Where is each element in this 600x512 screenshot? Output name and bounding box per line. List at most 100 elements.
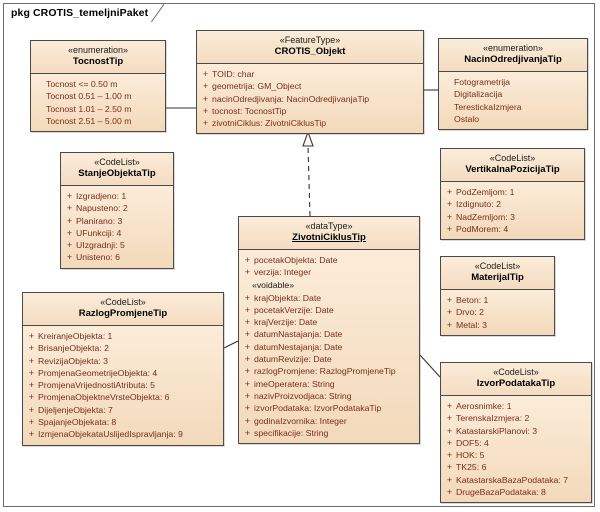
feature-label: IzmjenaObjekataUslijedIspravljanja: 9: [38, 429, 183, 440]
feature-label: Izgradjeno: 1: [76, 191, 127, 201]
class-header: «CodeList» MaterijalTip: [441, 257, 554, 290]
class-feature-row: +Izdignuto: 2: [443, 198, 582, 210]
class-feature-row: +specifikacije: String: [241, 427, 417, 439]
class-feature-list: +pocetakObjekta: Date+verzija: Integer«v…: [239, 250, 419, 444]
class-box-materijal-tip[interactable]: «CodeList» MaterijalTip +Beton: 1+Drvo: …: [440, 256, 555, 336]
feature-visibility-marker: +: [66, 191, 73, 201]
feature-label: pocetakVerzije: Date: [254, 304, 334, 315]
feature-label: BrisanjeObjekta: 2: [38, 343, 109, 354]
class-box-izvor-podataka-tip[interactable]: «CodeList» IzvorPodatakaTip +Aerosnimke:…: [440, 362, 592, 504]
class-box-stanje-objekta-tip[interactable]: «CodeList» StanjeObjektaTip +Izgradjeno:…: [60, 152, 174, 269]
feature-group-label: «voidable»: [252, 279, 295, 290]
feature-label: DOF5: 4: [456, 437, 489, 448]
class-name: NacinOdredjivanjaTip: [464, 54, 562, 65]
class-feature-row: +Unisteno: 6: [63, 251, 171, 263]
feature-visibility-marker: +: [66, 227, 73, 238]
feature-visibility-marker: +: [28, 355, 35, 366]
feature-label: HOK: 5: [456, 450, 485, 461]
feature-visibility-marker: +: [202, 118, 209, 129]
class-name: VertikalnaPozicijaTip: [465, 164, 560, 175]
feature-label: Fotogrametrija: [454, 77, 511, 87]
feature-label: TK25: 6: [456, 462, 487, 473]
class-feature-row: +UFunkciji: 4: [63, 227, 171, 239]
class-feature-row: +UIzgradnji: 5: [63, 239, 171, 251]
class-feature-list: +PodZemljom: 1+Izdignuto: 2+NadZemljom: …: [441, 182, 584, 240]
class-feature-list: +Aerosnimke: 1+TerenskaIzmjera: 2+Katast…: [441, 396, 591, 503]
class-header: «CodeList» VertikalnaPozicijaTip: [441, 149, 584, 182]
class-feature-row: +krajObjekta: Date: [241, 292, 417, 304]
class-feature-row: +geometrija: GM_Object: [199, 80, 421, 92]
feature-visibility-marker: +: [202, 105, 209, 116]
feature-visibility-marker: +: [446, 223, 453, 234]
class-feature-row: +Tocnost 0.51 – 1.00 m: [33, 90, 163, 102]
feature-visibility-marker: +: [244, 403, 251, 414]
feature-visibility-marker: +: [28, 392, 35, 403]
feature-label: izvorPodataka: IzvorPodatakaTip: [254, 403, 382, 414]
feature-visibility-marker: +: [66, 240, 73, 251]
class-feature-list: +Beton: 1+Drvo: 2+Metal: 3: [441, 290, 554, 335]
class-feature-row: +zivotniCiklus: ZivotniCiklusTip: [199, 117, 421, 129]
class-feature-row: +HOK: 5: [443, 449, 589, 461]
feature-visibility-marker: +: [244, 390, 251, 401]
class-box-nacin-odredjivanja-tip[interactable]: «enumeration» NacinOdredjivanjaTip +Foto…: [438, 38, 588, 131]
class-box-zivotni-ciklus-tip[interactable]: «dataType» ZivotniCiklusTip +pocetakObje…: [238, 216, 420, 445]
class-feature-row: +nazivProizvodjaca: String: [241, 390, 417, 402]
feature-label: godinaIzvornika: Integer: [254, 415, 347, 426]
class-box-tocnost-tip[interactable]: «enumeration» TocnostTip +Tocnost <= 0.5…: [30, 40, 166, 133]
feature-label: Tocnost 2.51 – 5.00 m: [46, 115, 132, 126]
class-box-crotis-objekt[interactable]: «FeatureType» CROTIS_Objekt +TOID: char+…: [196, 30, 424, 135]
feature-label: PromjenaObjektneVrsteObjekta: 6: [38, 392, 170, 403]
class-name: IzvorPodatakaTip: [476, 378, 556, 389]
feature-label: Unisteno: 6: [76, 252, 120, 263]
class-feature-row: +izvorPodataka: IzvorPodatakaTip: [241, 402, 417, 414]
feature-visibility-marker: +: [66, 203, 73, 214]
feature-visibility-marker: +: [244, 415, 251, 426]
feature-label: Izdignuto: 2: [456, 199, 501, 210]
feature-visibility-marker: +: [244, 267, 251, 278]
feature-label: KreiranjeObjekta: 1: [38, 331, 113, 341]
class-feature-row: +datumRevizije: Date: [241, 353, 417, 365]
feature-label: pocetakObjekta: Date: [254, 255, 338, 265]
feature-label: UFunkciji: 4: [76, 227, 122, 238]
class-stereotype: «CodeList»: [474, 261, 521, 271]
feature-visibility-marker: +: [28, 380, 35, 391]
feature-label: nacinOdredjivanja: NacinOdredjivanjaTip: [212, 93, 370, 104]
class-feature-row: +Tocnost <= 0.50 m: [33, 78, 163, 90]
feature-label: Beton: 1: [456, 295, 489, 305]
class-feature-row: +DrugeBazaPodataka: 8: [443, 486, 589, 498]
feature-label: Aerosnimke: 1: [456, 401, 512, 411]
class-feature-row: +Napusteno: 2: [63, 202, 171, 214]
class-feature-list: +Fotogrametrija+Digitalizacija+Terestick…: [439, 72, 587, 130]
class-feature-row: +datumNestajanja: Date: [241, 341, 417, 353]
feature-visibility-marker: +: [28, 343, 35, 354]
class-header: «enumeration» NacinOdredjivanjaTip: [439, 39, 587, 72]
class-feature-row: +PromjenaObjektneVrsteObjekta: 6: [25, 391, 221, 403]
class-box-vertikalna-pozicija-tip[interactable]: «CodeList» VertikalnaPozicijaTip + PodZem…: [440, 148, 585, 241]
class-feature-list: +Tocnost <= 0.50 m+Tocnost 0.51 – 1.00 m…: [31, 74, 165, 132]
class-feature-row: +pocetakVerzije: Date: [241, 304, 417, 316]
feature-label: specifikacije: String: [254, 427, 329, 438]
package-header-tab: pkg CROTIS_temeljniPaket: [3, 3, 165, 22]
feature-label: Tocnost <= 0.50 m: [46, 79, 118, 89]
feature-visibility-marker: +: [202, 81, 209, 92]
class-feature-row: +RevizijaObjekta: 3: [25, 355, 221, 367]
class-feature-row: +SpajanjeObjekata: 8: [25, 416, 221, 428]
feature-label: NadZemljom: 3: [456, 211, 515, 222]
feature-label: datumNestajanja: Date: [254, 341, 343, 352]
class-name: StanjeObjektaTip: [78, 168, 156, 179]
feature-label: Ostalo: [454, 113, 480, 124]
class-name: ZivotniCiklusTip: [292, 232, 366, 243]
class-stereotype: «dataType»: [305, 221, 353, 231]
class-feature-row: +DOF5: 4: [443, 437, 589, 449]
class-box-razlog-promjene-tip[interactable]: «CodeList» RazlogPromjeneTip +KreiranjeO…: [22, 292, 224, 446]
feature-label: zivotniCiklus: ZivotniCiklusTip: [212, 118, 327, 129]
feature-label: razlogPromjene: RazlogPromjeneTip: [254, 366, 396, 377]
feature-label: RevizijaObjekta: 3: [38, 355, 109, 366]
feature-visibility-marker: +: [446, 211, 453, 222]
feature-label: PodZemljom: 1: [456, 187, 515, 197]
feature-label: Napusteno: 2: [76, 203, 128, 214]
class-header: «enumeration» TocnostTip: [31, 41, 165, 74]
feature-visibility-marker: +: [446, 487, 453, 498]
feature-visibility-marker: +: [244, 366, 251, 377]
class-feature-row: +PodMorem: 4: [443, 223, 582, 235]
